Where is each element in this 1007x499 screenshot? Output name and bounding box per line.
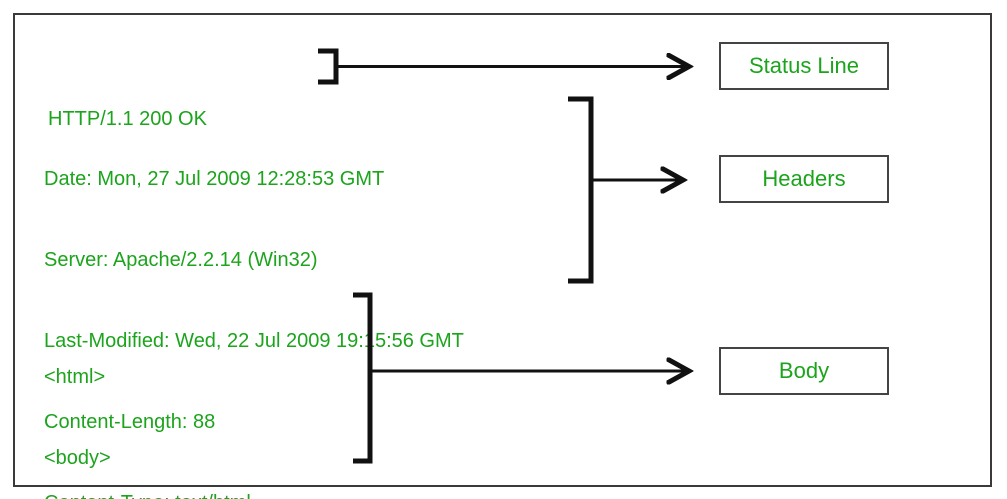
label-box-body-text: Body xyxy=(778,358,830,383)
label-box-headers-text: Headers xyxy=(762,166,846,191)
body-row-body-open: <body> xyxy=(44,447,111,469)
status-line-text-block: HTTP/1.1 200 OK xyxy=(48,52,207,187)
body-text-block: <html> <body> <h1>Hello, World!</h1> </b… xyxy=(44,310,255,499)
headers-text-block: Date: Mon, 27 Jul 2009 12:28:53 GMT Serv… xyxy=(44,112,464,499)
header-row-date: Date: Mon, 27 Jul 2009 12:28:53 GMT xyxy=(44,168,385,190)
page-frame xyxy=(13,13,992,487)
header-row-server: Server: Apache/2.2.14 (Win32) xyxy=(44,249,318,271)
label-box-status-line-text: Status Line xyxy=(748,53,860,78)
label-box-headers[interactable]: Headers xyxy=(719,155,889,203)
label-box-body[interactable]: Body xyxy=(719,347,889,395)
header-row-content-length: Content-Length: 88 xyxy=(44,411,216,433)
body-row-html-open: <html> xyxy=(44,366,106,388)
header-row-last-modified: Last-Modified: Wed, 22 Jul 2009 19:15:56… xyxy=(44,330,464,352)
header-row-content-type: Content-Type: text/html xyxy=(44,490,464,499)
label-box-status-line[interactable]: Status Line xyxy=(719,42,889,90)
status-line-row: HTTP/1.1 200 OK xyxy=(48,108,207,130)
